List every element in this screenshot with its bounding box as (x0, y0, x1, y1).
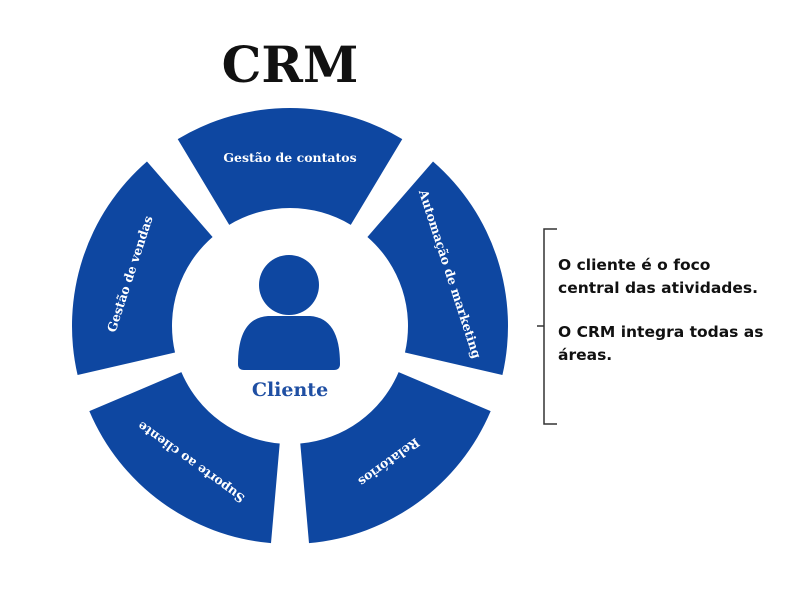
note-focus: O cliente é o foco central das atividade… (558, 256, 759, 297)
wheel-segments (71, 108, 508, 544)
page-title: CRM (221, 35, 359, 94)
user-icon (238, 255, 340, 370)
segment-relatorios (300, 372, 491, 544)
segment-suporte-ao-cliente (89, 372, 280, 544)
side-note: O cliente é o foco central das atividade… (558, 254, 768, 388)
segment-automacao-de-marketing (367, 161, 508, 376)
segment-gestao-de-contatos-label: Gestão de contatos (223, 150, 356, 165)
bracket (537, 228, 557, 425)
note-integration: O CRM integra todas as áreas. (558, 323, 764, 364)
client-center: Cliente (238, 255, 340, 401)
center-label: Cliente (252, 379, 328, 401)
segment-gestao-de-vendas (71, 161, 213, 376)
segment-gestao-de-contatos (177, 108, 403, 225)
